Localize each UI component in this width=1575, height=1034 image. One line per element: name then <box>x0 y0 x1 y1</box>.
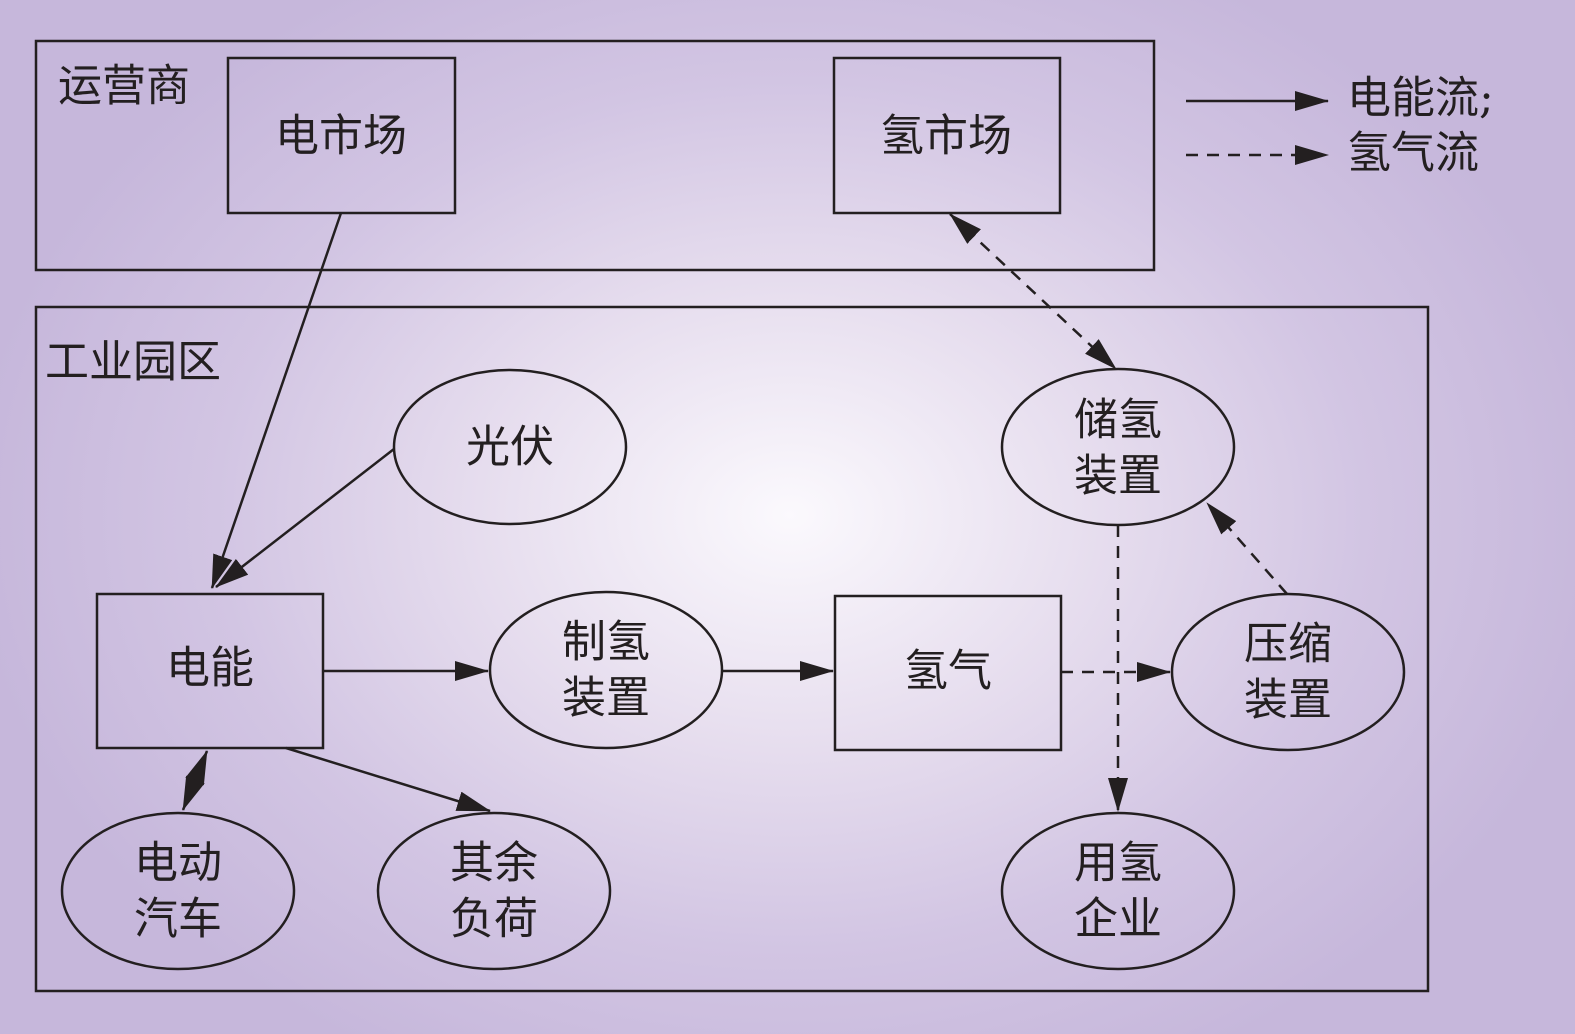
park-group-frame <box>34 305 1430 993</box>
compressor-node <box>1170 592 1406 752</box>
flow-h2-market-storage-bidirectional <box>949 213 1117 370</box>
ev-label-line2: 汽车 <box>134 894 222 945</box>
other-load-node <box>376 811 612 971</box>
hydrogen-enterprise-node <box>1000 811 1236 971</box>
other-load-label-line1: 其余 <box>450 838 538 889</box>
electrolyzer-node <box>488 590 724 750</box>
electricity-market-label: 电市场 <box>275 111 407 162</box>
flow-electricity-ev-bidirectional <box>181 750 209 811</box>
electricity-market-node <box>226 56 457 215</box>
other-load-label-line2: 负荷 <box>450 894 538 945</box>
ev-label-line1: 电动 <box>134 838 222 889</box>
storage-node <box>1000 367 1236 527</box>
pv-node <box>392 368 628 526</box>
flow-pv-to-electricity <box>215 448 395 588</box>
legend-electric-label: 电能流; <box>1347 73 1494 124</box>
hydrogen-label: 氢气 <box>904 646 992 697</box>
flow-elec-market-to-electricity <box>210 212 343 589</box>
ev-node <box>60 811 296 971</box>
hydrogen-enterprise-label-line2: 企业 <box>1074 894 1162 945</box>
flow-compressor-to-storage <box>1206 502 1288 595</box>
compressor-label-line1: 压缩 <box>1244 619 1332 670</box>
electrolyzer-label-line1: 制氢 <box>562 617 650 668</box>
electricity-label: 电能 <box>166 643 254 694</box>
storage-label-line1: 储氢 <box>1074 395 1162 446</box>
park-group-label: 工业园区 <box>45 337 221 388</box>
legend-hydrogen-label: 氢气流 <box>1347 128 1479 179</box>
operator-group-frame <box>34 39 1156 272</box>
operator-group-label: 运营商 <box>58 61 190 112</box>
hydrogen-market-node <box>832 56 1062 215</box>
compressor-label-line2: 装置 <box>1244 675 1332 726</box>
electrolyzer-label-line2: 装置 <box>562 673 650 724</box>
pv-label: 光伏 <box>466 422 554 473</box>
flow-electricity-to-other-load <box>285 746 491 813</box>
hydrogen-enterprise-label-line1: 用氢 <box>1074 838 1162 889</box>
hydrogen-market-label: 氢市场 <box>880 111 1012 162</box>
storage-label-line2: 装置 <box>1074 451 1162 502</box>
